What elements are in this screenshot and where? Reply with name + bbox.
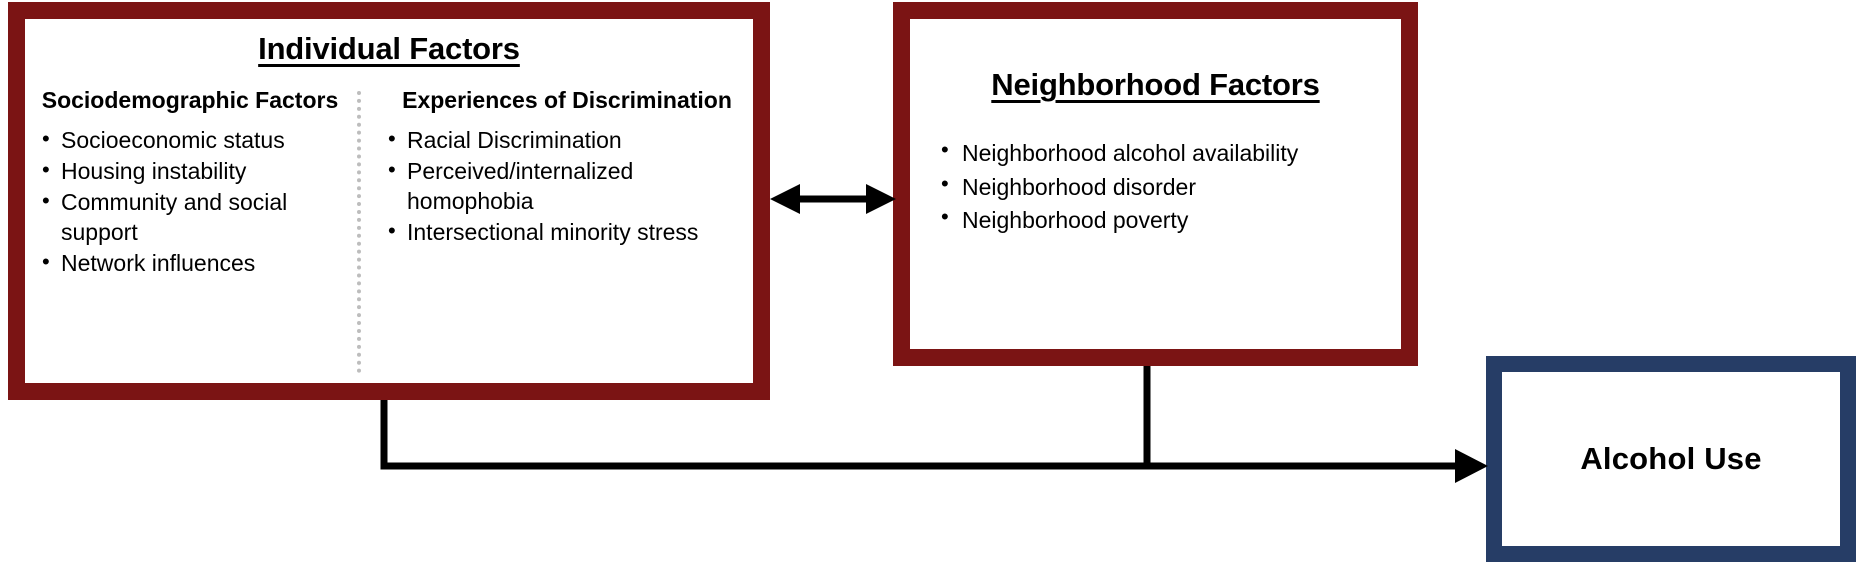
sociodemographic-column: Sociodemographic Factors Socioeconomic s… (25, 87, 347, 387)
column-divider (357, 91, 365, 373)
discrimination-heading: Experiences of Discrimination (402, 87, 732, 113)
list-item: Neighborhood alcohol availability (936, 136, 1401, 170)
list-item: Neighborhood disorder (936, 170, 1401, 204)
individual-neighborhood-bidirectional-arrow (770, 184, 896, 214)
alcohol-use-label: Alcohol Use (1580, 441, 1762, 476)
list-item: Perceived/internalized homophobia (385, 156, 749, 217)
list-item: Intersectional minority stress (385, 217, 749, 248)
discrimination-bullet-list: Racial Discrimination Perceived/internal… (385, 125, 749, 248)
neighborhood-factors-title: Neighborhood Factors (991, 67, 1320, 102)
alcohol-use-box: Alcohol Use (1486, 356, 1856, 562)
individual-to-alcohol-arrow (380, 400, 1472, 470)
individual-factors-box: Individual Factors Sociodemographic Fact… (8, 2, 770, 400)
list-item: Network influences (39, 248, 341, 279)
neighborhood-factors-box: Neighborhood Factors Neighborhood alcoho… (893, 2, 1418, 366)
list-item: Neighborhood poverty (936, 203, 1401, 237)
sociodemographic-bullet-list: Socioeconomic status Housing instability… (39, 125, 341, 279)
individual-factors-columns: Sociodemographic Factors Socioeconomic s… (25, 87, 753, 387)
individual-factors-content: Individual Factors Sociodemographic Fact… (25, 31, 753, 395)
discrimination-column: Experiences of Discrimination Racial Dis… (375, 87, 753, 387)
individual-factors-title: Individual Factors (258, 31, 520, 66)
sociodemographic-heading: Sociodemographic Factors (41, 87, 339, 113)
neighborhood-factors-content: Neighborhood Factors Neighborhood alcoho… (910, 67, 1401, 397)
alcohol-use-arrowhead (1455, 449, 1488, 483)
list-item: Racial Discrimination (385, 125, 749, 156)
list-item: Community and social support (39, 187, 341, 248)
neighborhood-bullet-list: Neighborhood alcohol availability Neighb… (910, 136, 1401, 237)
list-item: Socioeconomic status (39, 125, 341, 156)
list-item: Housing instability (39, 156, 341, 187)
